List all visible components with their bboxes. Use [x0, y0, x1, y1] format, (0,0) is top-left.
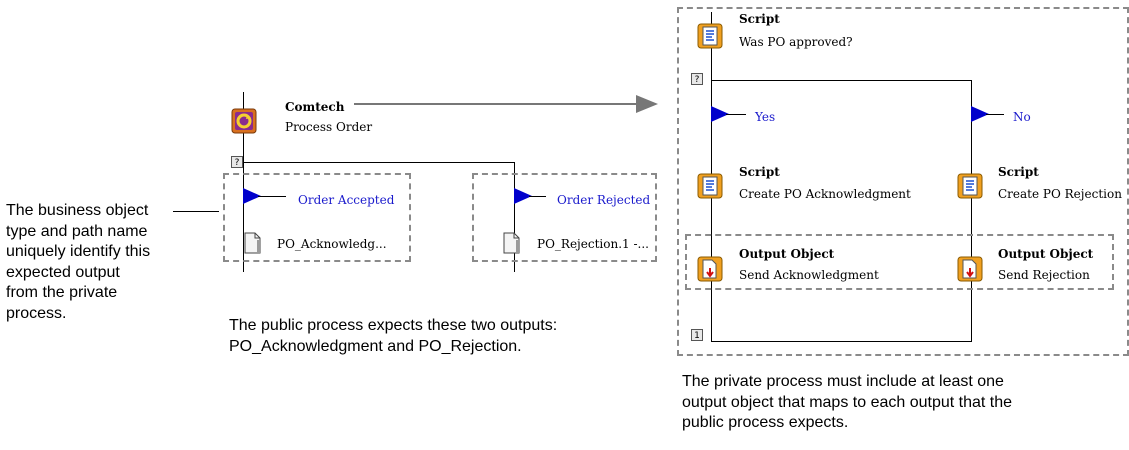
- mapping-arrow-head-icon: [636, 95, 658, 113]
- process-order-icon[interactable]: [231, 108, 257, 134]
- order-accepted-highlight-box: [223, 173, 411, 262]
- output-objects-highlight-box: [685, 234, 1114, 290]
- po-rejection-output-label: PO_Rejection.1 -...: [537, 237, 649, 251]
- public-annotation: The public process expects these two out…: [229, 316, 557, 357]
- private-annotation-line: public process expects.: [682, 414, 849, 431]
- private-no-branch-line: [971, 80, 972, 342]
- mapping-arrow-line: [354, 103, 650, 105]
- private-annotation: The private process must include at leas…: [682, 372, 1012, 434]
- comtech-node-subtitle: Process Order: [285, 120, 373, 134]
- yes-branch-label: Yes: [755, 110, 776, 124]
- public-flow-line: [243, 92, 244, 272]
- order-rejected-connector: [529, 196, 546, 197]
- left-annotation-leader-line: [173, 211, 219, 212]
- script-icon[interactable]: [697, 23, 723, 49]
- condition-badge-icon[interactable]: ?: [691, 73, 703, 85]
- approval-script-title: Script: [739, 12, 780, 26]
- left-annotation-line: The business object: [6, 202, 149, 219]
- order-accepted-connector: [258, 196, 286, 197]
- order-rejected-flag-icon: [514, 188, 532, 204]
- left-annotation: The business object type and path name u…: [6, 201, 150, 324]
- script-icon[interactable]: [697, 173, 723, 199]
- send-rejection-output-subtitle: Send Rejection: [998, 268, 1090, 282]
- comtech-node-title: Comtech: [285, 100, 345, 114]
- private-annotation-line: output object that maps to each output t…: [682, 393, 1013, 411]
- condition-badge-icon[interactable]: ?: [231, 156, 243, 168]
- create-ack-script-subtitle: Create PO Acknowledgment: [739, 187, 911, 201]
- left-annotation-line: expected output: [6, 263, 120, 281]
- script-icon[interactable]: [957, 173, 983, 199]
- create-rejection-script-subtitle: Create PO Rejection: [998, 187, 1122, 201]
- po-acknowledgment-output-label: PO_Acknowledg...: [277, 237, 387, 251]
- order-accepted-label: Order Accepted: [298, 193, 395, 207]
- send-ack-output-title: Output Object: [739, 247, 835, 261]
- no-branch-connector: [986, 114, 1004, 115]
- left-annotation-line: uniquely identify this: [6, 243, 151, 260]
- no-branch-label: No: [1013, 110, 1031, 124]
- send-ack-output-subtitle: Send Acknowledgment: [739, 268, 879, 282]
- create-ack-script-title: Script: [739, 165, 780, 179]
- private-annotation-line: The private process must include at leas…: [682, 373, 1004, 390]
- public-split-line: [243, 162, 515, 163]
- send-rejection-output-title: Output Object: [998, 247, 1094, 261]
- no-branch-flag-icon: [971, 106, 989, 122]
- left-annotation-line: from the private: [6, 284, 118, 301]
- output-object-icon[interactable]: [957, 256, 983, 282]
- left-annotation-line: process.: [6, 304, 67, 322]
- output-object-icon[interactable]: [697, 256, 723, 282]
- private-split-line: [711, 80, 972, 81]
- order-accepted-flag-icon: [243, 188, 261, 204]
- yes-branch-flag-icon: [711, 106, 729, 122]
- order-rejected-label: Order Rejected: [557, 193, 651, 207]
- left-annotation-line: type and path name: [6, 222, 148, 240]
- order-rejected-highlight-box: [472, 173, 657, 262]
- private-join-line: [711, 341, 972, 342]
- join-badge-icon[interactable]: 1: [691, 329, 703, 341]
- yes-branch-connector: [726, 114, 746, 115]
- document-icon[interactable]: [503, 232, 521, 254]
- create-rejection-script-title: Script: [998, 165, 1039, 179]
- approval-script-subtitle: Was PO approved?: [739, 35, 853, 49]
- public-branch-line: [514, 162, 515, 272]
- public-annotation-line: PO_Acknowledgment and PO_Rejection.: [229, 337, 522, 355]
- document-icon[interactable]: [244, 232, 262, 254]
- private-process-box: [677, 7, 1129, 356]
- public-annotation-line: The public process expects these two out…: [229, 317, 558, 334]
